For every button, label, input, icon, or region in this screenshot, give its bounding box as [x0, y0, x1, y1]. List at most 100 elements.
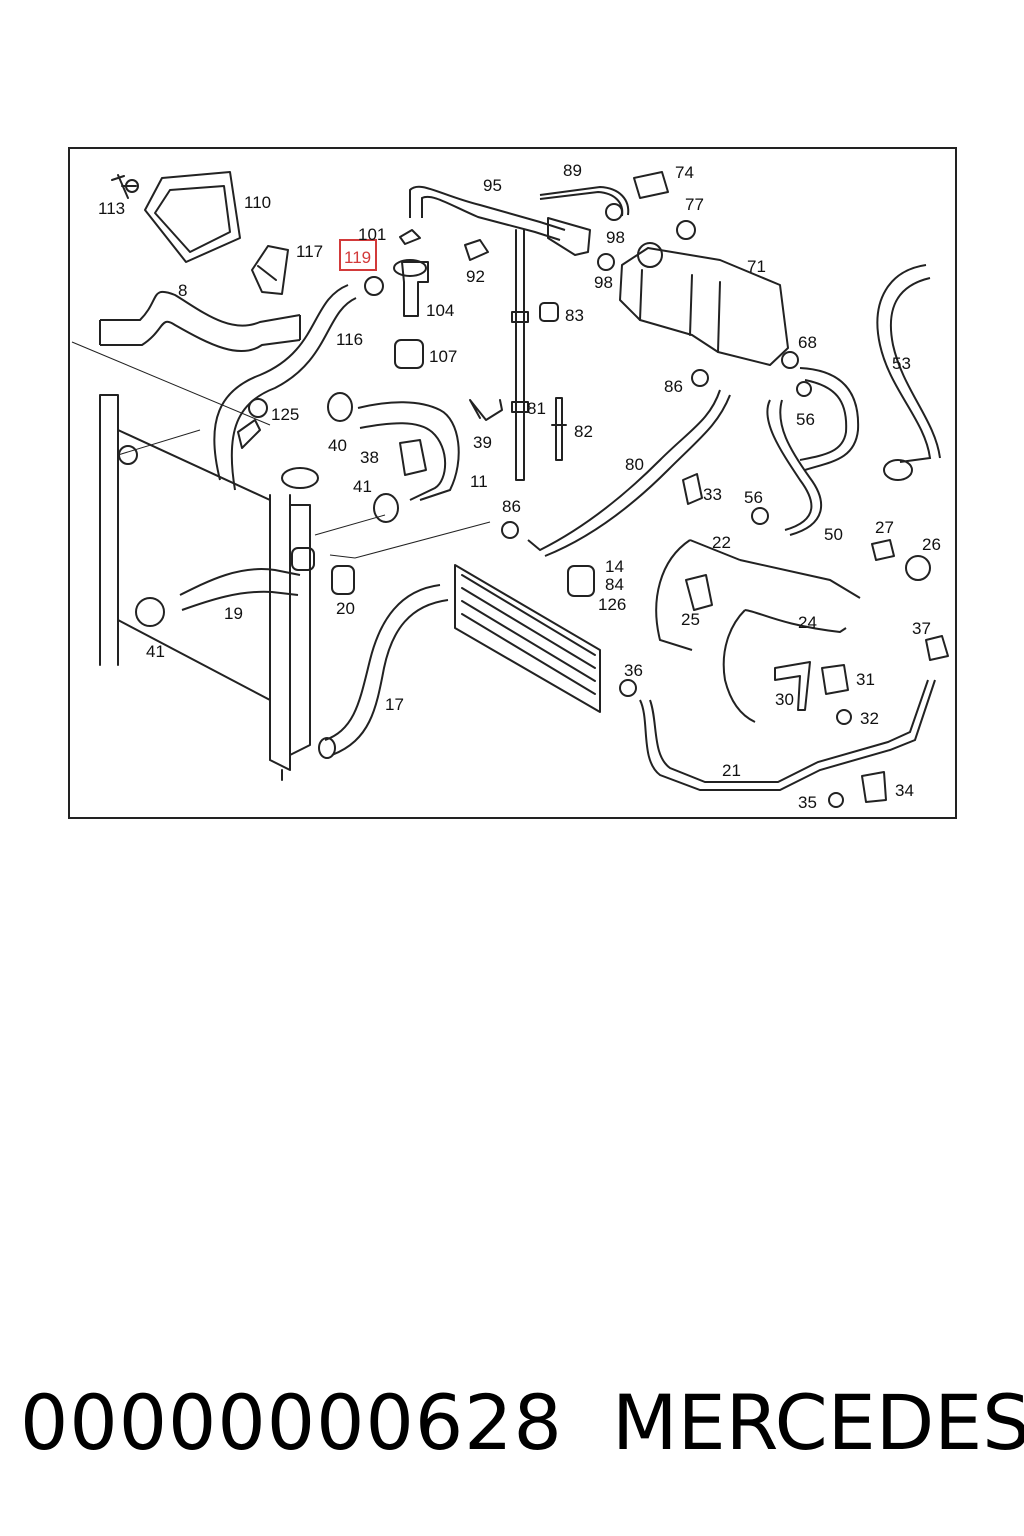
label-74: 74 — [675, 163, 694, 182]
clamp-41 — [135, 597, 165, 627]
clip-92 — [464, 239, 489, 261]
label-34: 34 — [895, 781, 914, 800]
clamp-68 — [781, 351, 799, 369]
label-68: 68 — [798, 333, 817, 352]
label-31: 31 — [856, 670, 875, 689]
hose-53 — [876, 264, 941, 463]
cap-74 — [633, 171, 669, 199]
label-35: 35 — [798, 793, 817, 812]
hose-89 — [539, 185, 630, 217]
caption-bar: 00000000628 MERCEDES — [0, 1378, 1024, 1468]
label-98-lower: 98 — [594, 273, 613, 292]
label-98-upper: 98 — [606, 228, 625, 247]
oil-cooler — [454, 564, 601, 713]
label-104: 104 — [426, 301, 454, 320]
label-101: 101 — [358, 225, 386, 244]
label-86-upper: 86 — [664, 377, 683, 396]
clamp-98-lower — [597, 253, 615, 271]
label-77: 77 — [685, 195, 704, 214]
mount-31 — [821, 664, 849, 695]
clamp-98-upper — [605, 203, 623, 221]
label-25: 25 — [681, 610, 700, 629]
part-82 — [551, 397, 567, 461]
bracket-110 — [111, 171, 241, 263]
label-81: 81 — [527, 399, 546, 418]
callout-labels: 113 110 95 89 74 77 71 101 117 8 92 98 9… — [98, 161, 941, 812]
bushing-20 — [331, 565, 355, 595]
label-27: 27 — [875, 518, 894, 537]
rod-81 — [511, 229, 529, 481]
label-36: 36 — [624, 661, 643, 680]
bolt-35 — [828, 792, 844, 808]
hose-50 — [766, 399, 823, 536]
hose-56 — [799, 367, 860, 471]
label-19: 19 — [224, 604, 243, 623]
label-56-upper: 56 — [796, 410, 815, 429]
label-80: 80 — [625, 455, 644, 474]
diagram-frame — [68, 147, 957, 819]
bushing-14 — [567, 565, 595, 597]
part-number: 00000000628 — [20, 1378, 563, 1467]
label-39: 39 — [473, 433, 492, 452]
hose-17 — [324, 584, 449, 756]
part-25 — [685, 574, 713, 611]
line-24 — [722, 609, 847, 723]
label-41-lower: 41 — [146, 642, 165, 661]
label-125: 125 — [271, 405, 299, 424]
label-33: 33 — [703, 485, 722, 504]
part-37 — [925, 635, 949, 661]
reservoir-71 — [619, 242, 789, 366]
clamp-56-upper — [796, 381, 812, 397]
label-37: 37 — [912, 619, 931, 638]
label-83: 83 — [565, 306, 584, 325]
clamp-36 — [619, 679, 637, 697]
label-56-lower: 56 — [744, 488, 763, 507]
label-116: 116 — [336, 330, 363, 349]
label-22: 22 — [712, 533, 731, 552]
label-32: 32 — [860, 709, 879, 728]
label-17: 17 — [385, 695, 404, 714]
clamp-86-lower — [501, 521, 519, 539]
label-71: 71 — [747, 257, 766, 276]
label-95: 95 — [483, 176, 502, 195]
label-53: 53 — [892, 354, 911, 373]
label-38: 38 — [360, 448, 379, 467]
label-84: 84 — [605, 575, 624, 594]
bracket-30 — [774, 661, 811, 711]
label-30: 30 — [775, 690, 794, 709]
clip-39 — [469, 399, 503, 421]
label-11: 11 — [470, 472, 488, 491]
label-82: 82 — [574, 422, 593, 441]
line-22 — [655, 539, 861, 651]
label-26: 26 — [922, 535, 941, 554]
hose-8 — [99, 290, 301, 353]
part-26 — [905, 555, 931, 581]
hose-80 — [527, 389, 731, 557]
label-14: 14 — [605, 557, 624, 576]
clamp-parts — [237, 392, 427, 523]
clamp-56-lower — [751, 507, 769, 525]
hose-17-end — [318, 737, 336, 759]
label-24: 24 — [798, 613, 817, 632]
line-21 — [639, 679, 936, 791]
label-117: 117 — [296, 242, 323, 261]
clamp-86-upper — [691, 369, 709, 387]
label-41-upper: 41 — [353, 477, 372, 496]
hose-11 — [357, 401, 460, 501]
bracket-34 — [861, 771, 887, 803]
hose-95 — [409, 185, 566, 241]
clip-117 — [251, 245, 289, 295]
highlight-box-119 — [339, 239, 377, 271]
label-50: 50 — [824, 525, 843, 544]
label-113: 113 — [98, 199, 125, 218]
hose-53-end — [883, 459, 913, 481]
pump-104 — [364, 229, 429, 369]
bushing-83 — [539, 302, 559, 322]
bolt-32 — [836, 709, 852, 725]
brand-name: MERCEDES — [612, 1378, 1024, 1467]
label-21: 21 — [722, 761, 741, 780]
part-33 — [682, 473, 703, 505]
hose-116 — [213, 284, 357, 491]
label-126: 126 — [598, 595, 626, 614]
